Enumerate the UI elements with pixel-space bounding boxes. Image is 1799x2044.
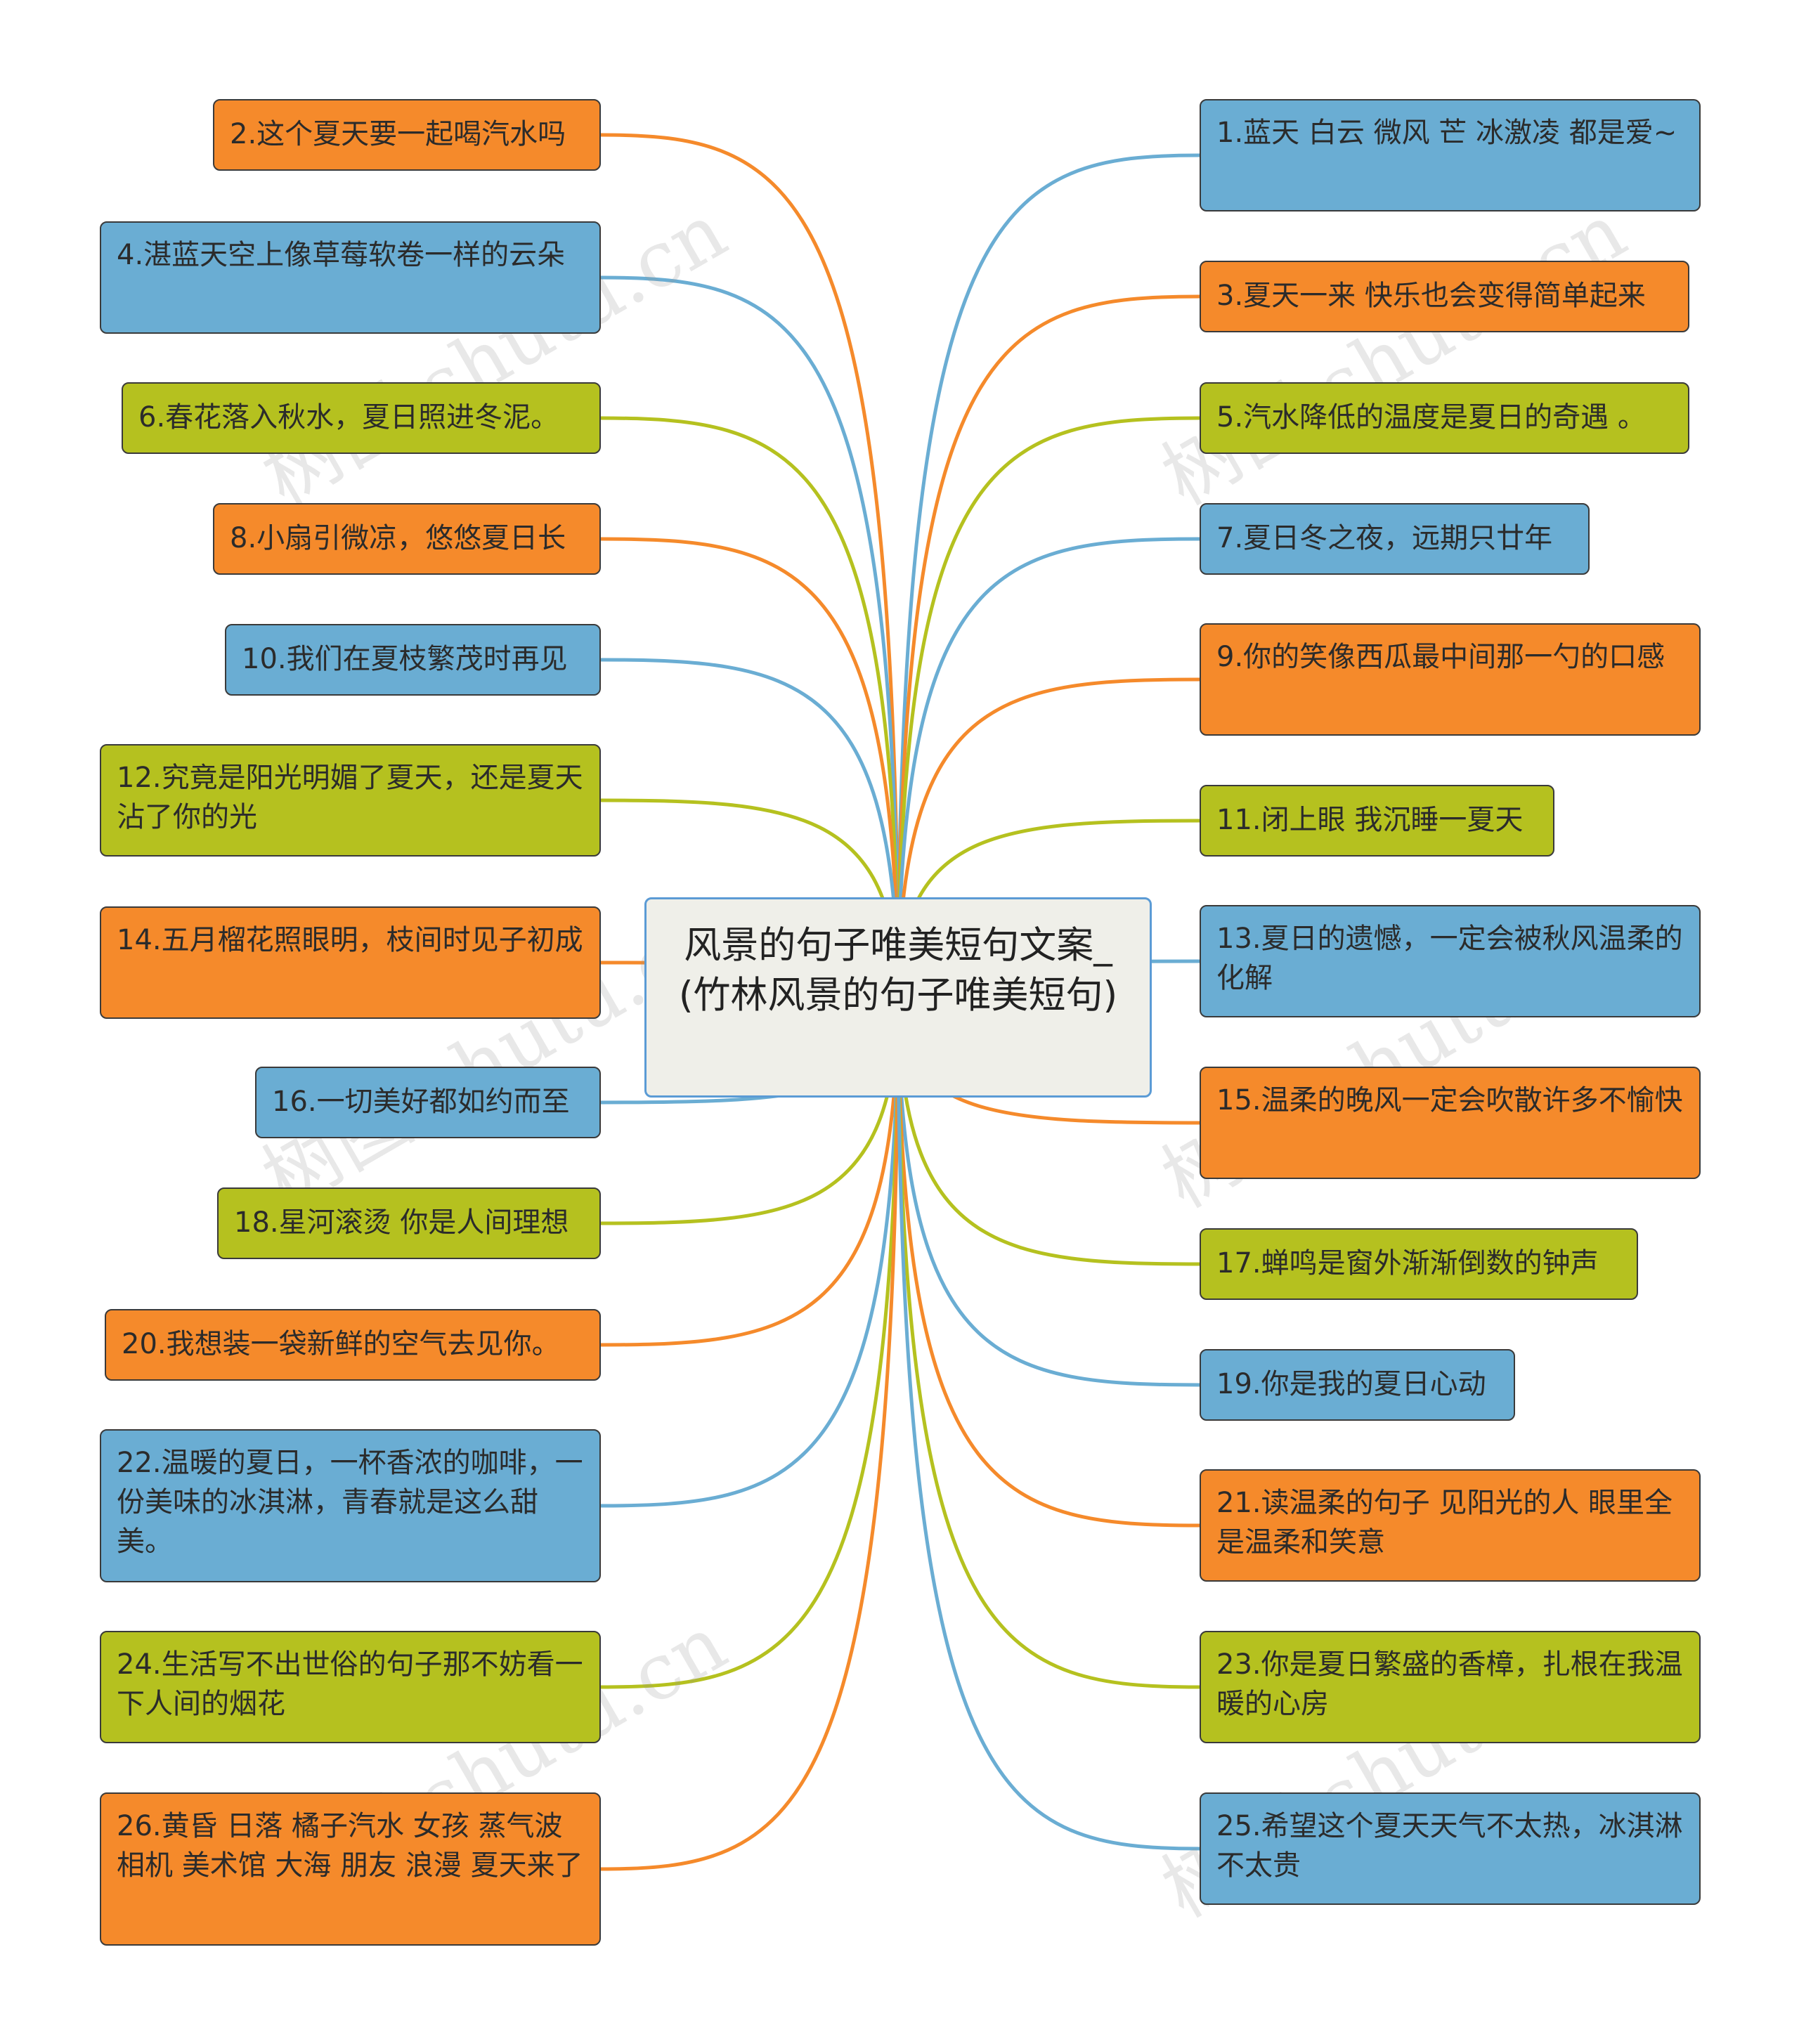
connector-topic-node-7 xyxy=(896,537,1200,970)
topic-node-22[interactable]: 22.温暖的夏日，一杯香浓的咖啡，一份美味的冰淇淋，青春就是这么甜美。 xyxy=(100,1429,601,1582)
topic-node-5[interactable]: 5.汽水降低的温度是夏日的奇遇 。 xyxy=(1200,382,1689,454)
topic-node-17[interactable]: 17.蝉鸣是窗外渐渐倒数的钟声 xyxy=(1200,1228,1638,1300)
connector-topic-node-21 xyxy=(896,1029,1200,1528)
topic-node-21[interactable]: 21.读温柔的句子 见阳光的人 眼里全是温柔和笑意 xyxy=(1200,1469,1701,1582)
connector-topic-node-6 xyxy=(600,416,900,963)
connector-topic-node-3 xyxy=(896,294,1200,956)
topic-node-14[interactable]: 14.五月榴花照眼明，枝间时见子初成 xyxy=(100,906,601,1019)
topic-node-8[interactable]: 8.小扇引微凉，悠悠夏日长 xyxy=(213,503,601,575)
topic-node-16[interactable]: 16.一切美好都如约而至 xyxy=(255,1067,601,1138)
topic-node-11[interactable]: 11.闭上眼 我沉睡一夏天 xyxy=(1200,785,1554,857)
topic-node-23[interactable]: 23.你是夏日繁盛的香樟，扎根在我温暖的心房 xyxy=(1200,1631,1701,1743)
connector-topic-node-9 xyxy=(896,677,1200,979)
topic-node-15[interactable]: 15.温柔的晚风一定会吹散许多不愉快 xyxy=(1200,1067,1701,1179)
topic-node-18[interactable]: 18.星河滚烫 你是人间理想 xyxy=(217,1187,601,1259)
connector-topic-node-22 xyxy=(600,1028,900,1508)
connector-topic-node-19 xyxy=(896,1021,1200,1387)
connector-topic-node-17 xyxy=(896,1013,1200,1266)
topic-node-4[interactable]: 4.湛蓝天空上像草莓软卷一样的云朵 xyxy=(100,221,601,334)
connector-topic-node-26 xyxy=(600,1050,900,1871)
connector-topic-node-10 xyxy=(600,658,900,978)
topic-node-24[interactable]: 24.生活写不出世俗的句子那不妨看一下人间的烟花 xyxy=(100,1631,601,1743)
topic-node-9[interactable]: 9.你的笑像西瓜最中间那一勺的口感 xyxy=(1200,623,1701,736)
topic-node-20[interactable]: 20.我想装一袋新鲜的空气去见你。 xyxy=(105,1309,601,1381)
connector-topic-node-23 xyxy=(896,1039,1200,1689)
topic-node-6[interactable]: 6.春花落入秋水，夏日照进冬泥。 xyxy=(122,382,601,454)
connector-topic-node-1 xyxy=(896,153,1200,948)
topic-node-26[interactable]: 26.黄昏 日落 橘子汽水 女孩 蒸气波 相机 美术馆 大海 朋友 浪漫 夏天来… xyxy=(100,1792,601,1946)
topic-node-10[interactable]: 10.我们在夏枝繁茂时再见 xyxy=(225,624,601,696)
connector-topic-node-20 xyxy=(600,1018,900,1347)
connector-topic-node-24 xyxy=(600,1039,900,1689)
topic-node-2[interactable]: 2.这个夏天要一起喝汽水吗 xyxy=(213,99,601,171)
topic-node-25[interactable]: 25.希望这个夏天天气不太热，冰淇淋不太贵 xyxy=(1200,1792,1701,1905)
topic-node-19[interactable]: 19.你是我的夏日心动 xyxy=(1200,1349,1515,1421)
topic-node-3[interactable]: 3.夏天一来 快乐也会变得简单起来 xyxy=(1200,261,1689,332)
root-topic[interactable]: 风景的句子唯美短句文案_(竹林风景的句子唯美短句) xyxy=(644,897,1152,1098)
topic-node-1[interactable]: 1.蓝天 白云 微风 芒 冰激凌 都是爱~ xyxy=(1200,99,1701,211)
connector-topic-node-2 xyxy=(600,133,900,946)
topic-node-12[interactable]: 12.究竟是阳光明媚了夏天，还是夏天沾了你的光 xyxy=(100,744,601,857)
topic-node-7[interactable]: 7.夏日冬之夜，远期只廿年 xyxy=(1200,503,1590,575)
connector-topic-node-8 xyxy=(600,537,900,970)
connector-topic-node-25 xyxy=(896,1048,1200,1851)
topic-node-13[interactable]: 13.夏日的遗憾，一定会被秋风温柔的化解 xyxy=(1200,905,1701,1017)
connector-topic-node-5 xyxy=(896,416,1200,963)
connector-topic-node-4 xyxy=(600,275,900,955)
